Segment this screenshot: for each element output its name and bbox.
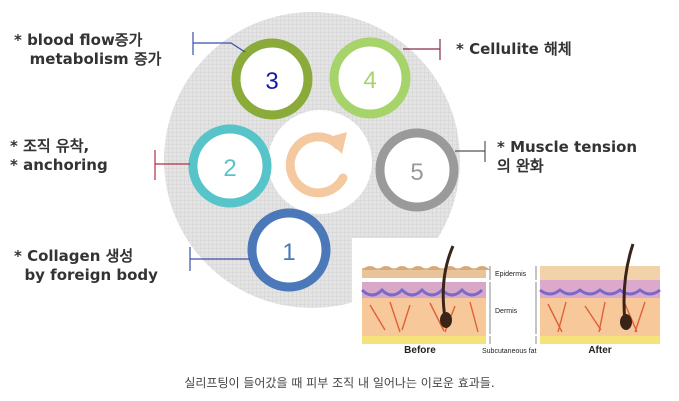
- connector-muscle: [455, 141, 486, 162]
- label-after: After: [588, 345, 611, 356]
- connector-cellulite: [403, 39, 441, 60]
- circle-3-number: 3: [265, 68, 278, 95]
- circle-1-number: 1: [282, 239, 295, 266]
- connector-anchoring: [154, 150, 190, 180]
- connector-blood-flow: [192, 32, 246, 55]
- circle-2: 2: [188, 124, 272, 208]
- circle-5-number: 5: [410, 159, 423, 186]
- label-subcutaneous: Subcutaneous fat: [482, 348, 537, 355]
- label-anchoring: * 조직 유착, * anchoring: [10, 137, 108, 174]
- label-muscle: * Muscle tension 의 완화: [497, 138, 638, 175]
- label-collagen: * Collagen 생성 by foreign body: [14, 247, 158, 284]
- rotate-arrow-head: [326, 132, 347, 154]
- circle-5: 5: [375, 128, 459, 212]
- label-cellulite: * Cellulite 해체: [456, 40, 572, 58]
- label-dermis: Dermis: [495, 308, 518, 315]
- center-disk: [268, 110, 372, 214]
- rotate-arrow-icon: [285, 132, 348, 198]
- circle-4-number: 4: [363, 67, 376, 94]
- figure-caption: 실리프팅이 들어갔을 때 피부 조직 내 일어나는 이로운 효과들.: [184, 376, 495, 390]
- label-epidermis: Epidermis: [495, 271, 527, 278]
- label-blood-flow: * blood flow증가 metabolism 증가: [14, 31, 162, 68]
- circle-2-number: 2: [223, 155, 236, 182]
- skin-illustration: Epidermis Dermis Subcutaneous fat Before…: [352, 238, 677, 362]
- circle-4: 4: [329, 37, 411, 119]
- connector-collagen: [189, 247, 250, 271]
- circle-3: 3: [231, 38, 313, 120]
- skin-after-panel: [539, 243, 661, 344]
- skin-before-panel: [360, 245, 490, 344]
- circle-1: 1: [247, 208, 331, 292]
- label-before: Before: [404, 345, 436, 356]
